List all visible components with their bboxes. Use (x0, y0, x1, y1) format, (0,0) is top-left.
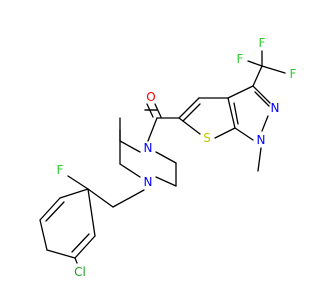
bond-pyrazole-1 (227, 85, 254, 99)
atom-N-pyrazole-2: N (271, 101, 280, 115)
bond-aryl-5-second (71, 233, 90, 253)
atom-F-aryl: F (57, 163, 64, 177)
bond-aryl-cl (74, 257, 78, 264)
bond-thiophene-1-second (182, 103, 201, 122)
bond-aryl-f (67, 175, 89, 190)
bond-piperazine-1 (119, 140, 141, 153)
atom-F-trifluoromethyl-2: F (290, 67, 297, 81)
atom-N-piperazine-2: N (144, 175, 153, 189)
bond-thiophene-4 (214, 127, 236, 139)
atom-S-thiophene: S (203, 131, 211, 145)
bond-n-methyl (257, 147, 262, 172)
bond-ch2-aryl (87, 188, 114, 208)
bond-cf3-f3 (247, 60, 263, 67)
bond-piperazine-7 (155, 176, 177, 187)
bond-pyrazole-5-inner (233, 102, 239, 125)
bond-thiophene-5 (227, 97, 236, 129)
bond-pyrazole-2-second (254, 91, 270, 107)
bond-carbonyl-c-o-second (154, 103, 162, 118)
atom-N-piperazine-1: N (144, 141, 153, 155)
bond-piperazine-3 (155, 151, 177, 164)
bond-aryl-2-second (45, 201, 65, 222)
atom-N-pyrazole-1: N (257, 133, 266, 147)
atom-F-trifluoromethyl-3: F (237, 52, 244, 66)
atom-F-trifluoromethyl-1: F (259, 36, 266, 50)
bond-aryl-3 (39, 219, 48, 251)
bond-aryl-4 (46, 249, 76, 259)
atom-label-layer: O N N S N N F F F F Cl (57, 36, 297, 279)
bond-pyrazole-2 (252, 85, 271, 104)
bond-cf3-f2 (261, 65, 286, 74)
bond-piperazine-6 (119, 163, 141, 178)
bond-n-ch2 (112, 189, 145, 208)
background (0, 0, 300, 300)
atom-Cl-aryl: Cl (74, 265, 86, 279)
bond-cf3 (252, 65, 263, 87)
bond-layer (39, 50, 286, 264)
bond-carbonyl-c-o (146, 103, 154, 118)
bond-aryl-6 (87, 188, 96, 237)
bond-thiophene-1 (178, 97, 200, 119)
bond-pyrazole-3 (261, 115, 269, 132)
atom-O: O (146, 90, 155, 104)
bond-thiophene-3 (178, 117, 201, 135)
bond-aryl-1 (59, 188, 89, 199)
bond-aryl-5 (74, 235, 96, 259)
molecule-structure-drawing: O N N S N N F F F F Cl (0, 0, 300, 300)
bond-aryl-2 (39, 197, 61, 221)
bond-pyrazole-4 (234, 127, 254, 141)
bond-carbonyl-c-n (147, 117, 158, 142)
